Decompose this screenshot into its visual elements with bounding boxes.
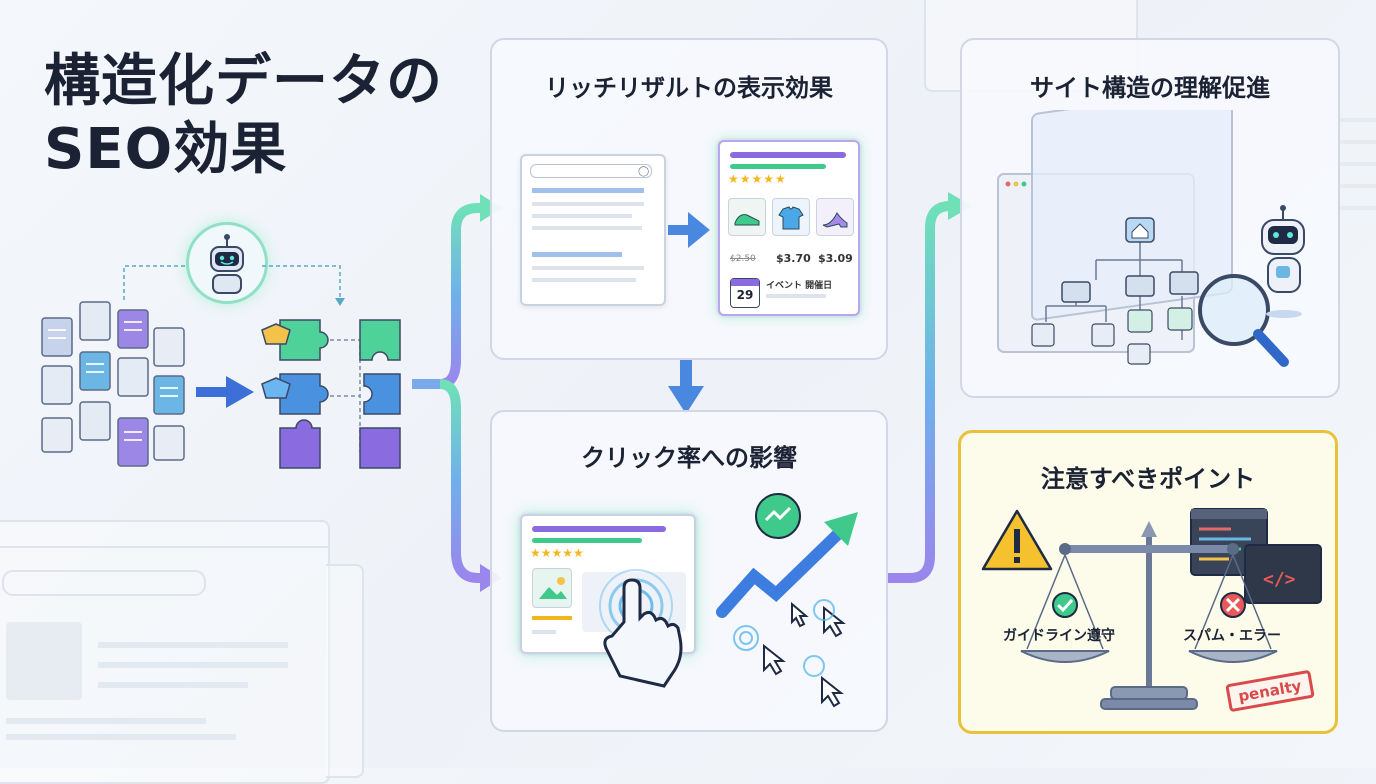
event-label: イベント 開催日 [766,281,833,291]
spam-error-label: スパム・エラー [1183,628,1281,644]
data-structuring-illustration [40,220,460,480]
rich-search-result: ★★★★★ $2.50 $3.70 $3.09 29 イベント 開催日 [718,140,860,316]
rating-stars-click: ★★★★★ [530,546,584,560]
rating-stars: ★★★★★ [728,172,787,186]
tshirt-icon [772,198,810,236]
click-rate-title: クリック率への影響 [581,444,797,472]
calendar-icon: 29 [730,278,760,308]
guideline-label: ガイドライン遵守 [1003,628,1115,644]
arrow-right-icon [668,212,710,248]
plain-search-result: ◯ [520,154,666,306]
caution-title: 注意すべきポイント [1040,465,1256,493]
site-structure-panel: サイト構造の理解促進 [960,38,1340,398]
image-icon [532,568,572,608]
search-icon: ◯ [638,166,650,177]
sneaker-icon [728,198,766,236]
rich-results-panel: リッチリザルトの表示効果 ◯ ★★★★★ $2.50 $3.70 $3.09 [490,38,888,360]
click-rate-panel: クリック率への影響 ★★★★★ [490,410,888,732]
svg-text:</>: </> [1263,569,1296,590]
page-title: 構造化データの SEO効果 [44,49,443,182]
site-tree-illustration [997,110,1305,367]
price-old: $2.50 [730,254,756,264]
puzzle-pieces-icon [261,319,401,469]
background-browser-frame-2 [326,564,364,778]
price-2: $3.09 [818,252,853,265]
document-icons [41,301,185,467]
dashed-connector [123,265,361,452]
price-1: $3.70 [776,252,811,265]
background-browser-frame [0,520,330,784]
caution-panel: 注意すべきポイント </> ガイドライン遵守 スパム・エラー penalty [958,430,1338,734]
shoe-heel-icon [816,198,854,236]
scale-illustration: </> [981,508,1322,710]
calendar-day: 29 [736,288,754,302]
rich-results-title: リッチリザルトの表示効果 [545,74,833,102]
click-illustration [599,493,858,708]
site-structure-title: サイト構造の理解促進 [1030,74,1270,102]
robot-icon [186,222,268,304]
